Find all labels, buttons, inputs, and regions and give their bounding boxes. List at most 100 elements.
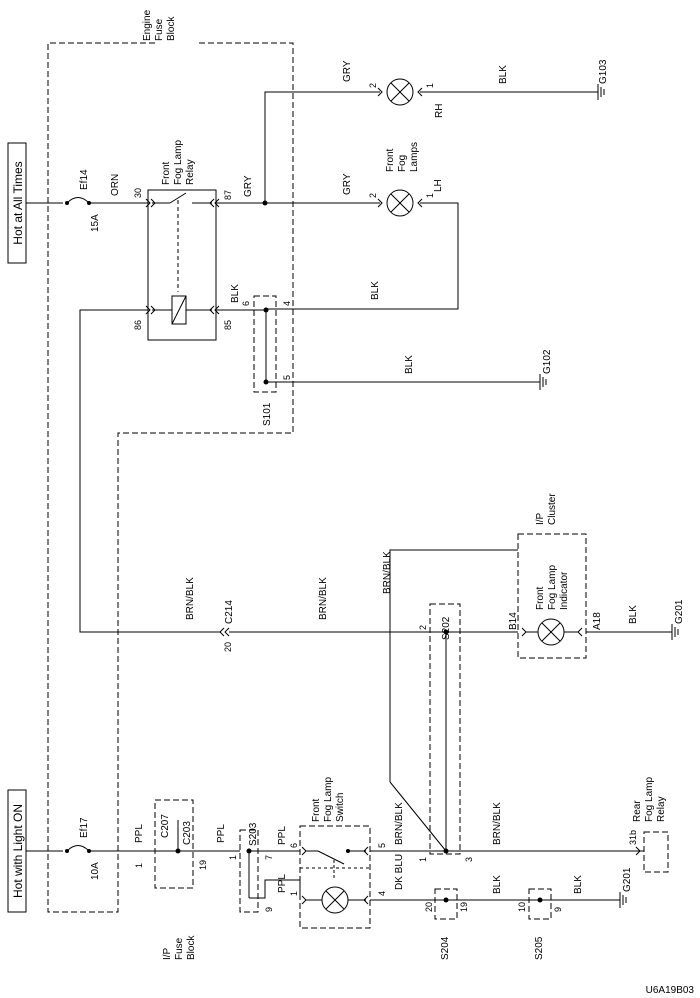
front-fog-lamps-label: Front Fog Lamps [385, 142, 420, 172]
svg-text:G201: G201 [674, 599, 685, 624]
rear-fog-lamp-relay: 31b Rear Fog Lamp Relay [628, 777, 669, 873]
svg-text:BRN/BLK: BRN/BLK [318, 577, 329, 620]
ground-g102: G102 [539, 349, 553, 390]
svg-text:G102: G102 [542, 349, 553, 374]
svg-text:20: 20 [223, 642, 233, 652]
front-fog-lamp-relay: Front Fog Lamp Relay [145, 140, 220, 341]
front-fog-lamp-switch: Front Fog Lamp Switch 6 5 1 4 [289, 777, 387, 929]
svg-text:S202: S202 [441, 616, 452, 640]
svg-text:2: 2 [368, 83, 378, 88]
svg-text:DK BLU: DK BLU [394, 854, 405, 890]
svg-text:BRN/BLK: BRN/BLK [185, 577, 196, 620]
svg-text:A18: A18 [592, 612, 603, 630]
svg-text:Ef17: Ef17 [79, 817, 90, 838]
fog-lamp-rh: 2 1 RH [368, 78, 445, 118]
svg-text:10A: 10A [90, 862, 101, 880]
svg-text:1: 1 [289, 891, 299, 896]
svg-text:6: 6 [289, 843, 299, 848]
svg-text:5: 5 [282, 375, 292, 380]
svg-text:Indicator: Indicator [559, 571, 570, 610]
svg-text:4: 4 [282, 301, 292, 306]
svg-text:20: 20 [424, 902, 434, 912]
svg-text:B14: B14 [508, 612, 519, 630]
fog-lamp-lh: 2 1 LH [368, 179, 444, 217]
splice-s204: 20 19 S204 [424, 888, 469, 960]
splice-s203: S203 1 9 [228, 822, 274, 913]
connector-c214: 20 C214 [219, 600, 235, 652]
svg-text:85: 85 [223, 320, 233, 330]
svg-text:19: 19 [459, 902, 469, 912]
ground-g103: G103 [597, 59, 609, 100]
svg-text:9: 9 [553, 907, 563, 912]
svg-text:Fog Lamp: Fog Lamp [547, 565, 558, 610]
svg-text:4: 4 [377, 891, 387, 896]
svg-text:86: 86 [133, 320, 143, 330]
fuse-ef14: Ef14 15A [48, 169, 101, 232]
svg-text:3: 3 [464, 857, 474, 862]
svg-text:1: 1 [228, 855, 238, 860]
svg-text:PPL: PPL [216, 824, 227, 843]
svg-text:S101: S101 [262, 402, 273, 426]
svg-text:Lamps: Lamps [409, 142, 420, 172]
svg-text:BRN/BLK: BRN/BLK [382, 551, 393, 594]
svg-text:PPL: PPL [277, 874, 288, 893]
svg-text:31b: 31b [628, 830, 638, 845]
svg-text:19: 19 [198, 860, 208, 870]
svg-text:C207: C207 [160, 814, 171, 838]
svg-text:GRY: GRY [342, 60, 353, 82]
svg-text:GRY: GRY [243, 175, 254, 197]
ground-g201-cluster: G201 [671, 599, 685, 640]
svg-text:PPL: PPL [277, 826, 288, 845]
svg-text:Front: Front [535, 586, 546, 610]
svg-text:87: 87 [223, 190, 233, 200]
svg-text:BLK: BLK [230, 284, 241, 303]
ground-g201-bottom: G201 [619, 867, 633, 908]
svg-text:G201: G201 [622, 867, 633, 892]
svg-text:Ef14: Ef14 [79, 169, 90, 190]
svg-text:Cluster: Cluster [547, 493, 558, 525]
svg-text:Relay: Relay [185, 159, 196, 185]
diagram-id: U6A19B03 [646, 985, 695, 996]
svg-text:I/P: I/P [535, 512, 546, 525]
svg-text:GRY: GRY [342, 173, 353, 195]
svg-text:Hot at All Times: Hot at All Times [11, 161, 25, 244]
splice-s101: S101 6 4 5 [241, 295, 292, 426]
fuse-ef17: Ef17 10A [48, 817, 101, 880]
svg-text:15A: 15A [90, 214, 101, 232]
svg-text:BLK: BLK [370, 281, 381, 300]
engine-fuse-block: Engine Fuse Block [47, 9, 294, 913]
svg-text:Block: Block [166, 16, 177, 41]
svg-text:9: 9 [264, 907, 274, 912]
svg-text:1: 1 [425, 193, 435, 198]
splice-s205: 10 9 S205 [517, 888, 563, 960]
svg-text:BLK: BLK [573, 875, 584, 894]
svg-text:RH: RH [434, 104, 445, 118]
svg-text:BLK: BLK [498, 65, 509, 84]
svg-text:Front: Front [161, 161, 172, 185]
svg-text:BRN/BLK: BRN/BLK [492, 802, 503, 845]
svg-text:Hot with Light ON: Hot with Light ON [11, 804, 25, 898]
svg-text:S204: S204 [440, 936, 451, 960]
power-bar-hot-at-all-times: Hot at All Times [7, 142, 27, 264]
svg-text:2: 2 [368, 193, 378, 198]
svg-text:Fog Lamp: Fog Lamp [173, 140, 184, 185]
splice-s202: S202 2 1 3 [418, 603, 474, 862]
svg-text:Block: Block [186, 935, 197, 960]
svg-text:5: 5 [377, 843, 387, 848]
svg-text:1: 1 [425, 83, 435, 88]
svg-text:30: 30 [133, 188, 143, 198]
svg-text:C214: C214 [224, 600, 235, 624]
svg-text:Fog Lamp: Fog Lamp [644, 777, 655, 822]
svg-text:BLK: BLK [404, 355, 415, 374]
svg-text:2: 2 [418, 625, 428, 630]
svg-text:I/P: I/P [162, 947, 173, 960]
svg-text:S203: S203 [248, 822, 259, 846]
svg-text:PPL: PPL [134, 824, 145, 843]
ip-cluster: I/P Cluster Front Fog Lamp Indicator B14… [508, 493, 603, 659]
svg-text:BRN/BLK: BRN/BLK [394, 802, 405, 845]
svg-text:Rear: Rear [632, 800, 643, 822]
svg-text:Switch: Switch [335, 793, 346, 822]
svg-text:Front: Front [311, 798, 322, 822]
svg-text:1: 1 [134, 863, 144, 868]
svg-text:G103: G103 [598, 59, 609, 84]
